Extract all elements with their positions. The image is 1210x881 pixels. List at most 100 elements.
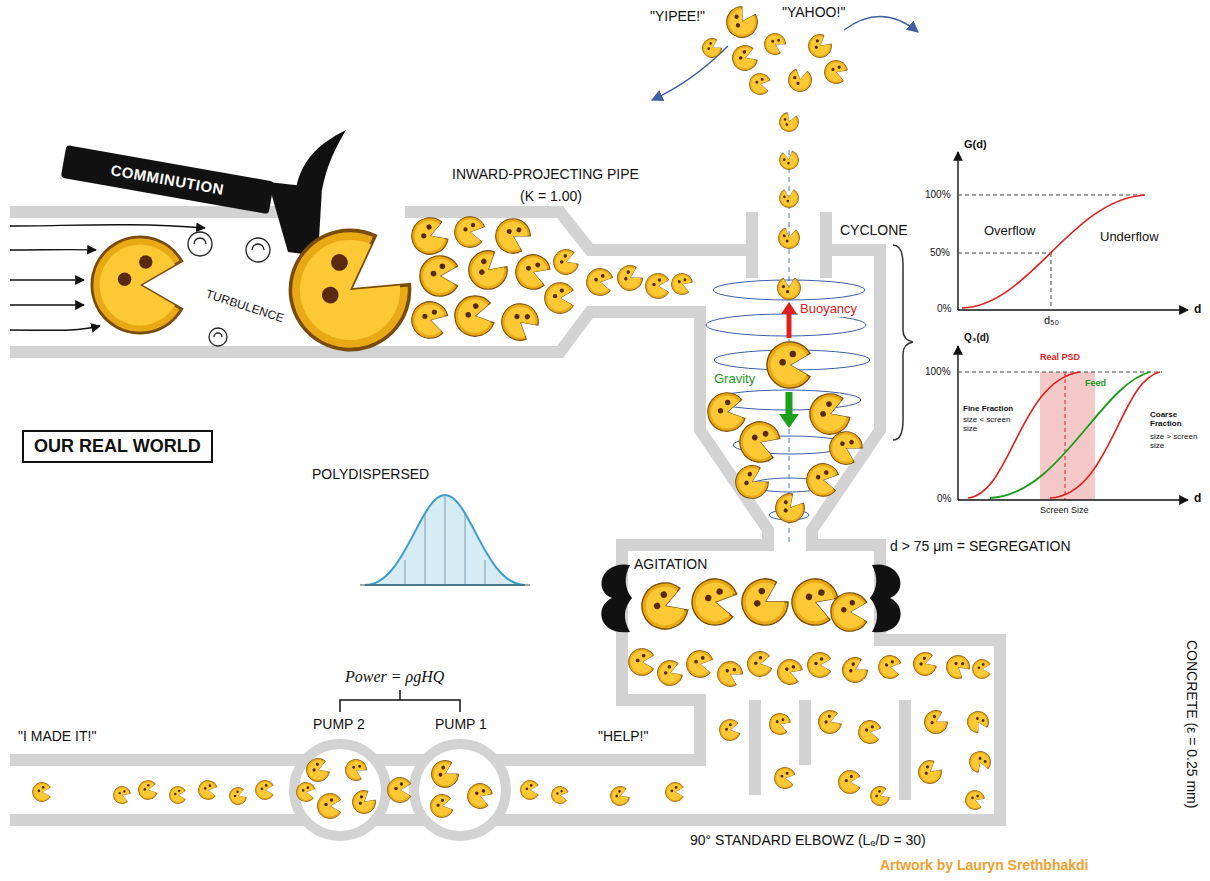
axis	[957, 152, 958, 310]
pacman-particle	[295, 781, 316, 803]
eddy	[246, 238, 270, 262]
pacman-particle	[348, 787, 379, 819]
pacman-particle	[868, 784, 891, 808]
elbow-baffle	[899, 700, 911, 800]
hammer-handle: COMMINUTION	[61, 145, 274, 214]
pacman-particle	[777, 227, 801, 250]
pacman-particle	[774, 656, 804, 687]
axis-title: G(d)	[964, 138, 987, 151]
pacman-particle	[761, 30, 789, 58]
pacman-particle	[778, 150, 800, 171]
pacman-particle	[804, 31, 835, 63]
gridline	[958, 253, 1051, 254]
pacman-particle	[550, 247, 580, 278]
loss-coefficient: (K = 1.00)	[520, 188, 582, 204]
pacman-particle	[914, 757, 945, 789]
region-label: Underflow	[1100, 230, 1159, 245]
component-label: CYCLONE	[840, 222, 908, 238]
pacman-particle	[733, 572, 793, 634]
brace	[893, 245, 913, 440]
pacman-particle	[668, 270, 694, 297]
pacman-particle	[713, 657, 746, 690]
pacman-particle	[777, 111, 801, 134]
feed-curve	[990, 372, 1150, 498]
note: d > 75 μm = SEGREGATION	[890, 538, 1071, 554]
pacman-particle	[255, 780, 273, 799]
elbow-baffle	[799, 700, 811, 765]
vortex-finder	[820, 212, 832, 278]
pump-bracket	[340, 690, 460, 712]
efficiency-curve	[962, 195, 1145, 308]
pacman-particle	[520, 780, 538, 799]
pipe-wall	[10, 312, 768, 760]
pacman-particle	[111, 784, 132, 806]
tick-label: d₅₀	[1044, 314, 1059, 327]
axis-title: d	[1194, 492, 1201, 506]
component-label: AGITATION	[634, 556, 707, 572]
pacman-particle	[807, 653, 830, 678]
force-label: Buoyancy	[798, 302, 859, 317]
pacman-particle	[461, 245, 513, 298]
pacman-particle	[920, 707, 950, 738]
curve-label: Feed	[1085, 378, 1106, 388]
pacman-particle	[452, 214, 486, 249]
band-label: Real PSD	[1040, 352, 1080, 362]
exclamation: "YIPEE!"	[650, 8, 705, 24]
pacman-particle	[770, 489, 809, 528]
pacman-particle	[777, 278, 800, 300]
pacman-particle	[688, 575, 738, 628]
psd-band	[1040, 372, 1095, 500]
pacman-particle	[303, 756, 331, 785]
pipe-walls	[10, 212, 1000, 820]
hammer-claw	[296, 130, 346, 190]
pacman-particle	[699, 36, 724, 62]
pacman-particle	[766, 710, 792, 737]
tick-label: 0%	[937, 493, 951, 505]
pacman-particle	[227, 785, 248, 807]
pump-casing	[294, 744, 386, 836]
buoyancy-arrow-head	[781, 302, 797, 314]
curve-note: size > screen size	[1150, 432, 1204, 450]
pacman-particle	[767, 342, 810, 388]
pacman-particle	[197, 779, 218, 801]
elbow-baffle	[749, 700, 761, 795]
vortex-finder	[746, 212, 758, 278]
axis-title: d	[1194, 303, 1201, 317]
pacman-particle	[748, 72, 771, 96]
pacman-particle	[267, 212, 427, 373]
roughness-label: CONCRETE (ε = 0.25 mm)	[1184, 640, 1200, 808]
curve-label: Coarse Fraction	[1150, 410, 1204, 428]
pacman-particle	[966, 748, 993, 774]
pacman-particle	[489, 212, 534, 258]
bell-gridlines	[405, 496, 485, 585]
pacman-particle	[779, 190, 798, 208]
pacman-particle	[964, 708, 992, 736]
force-label: Gravity	[712, 372, 757, 387]
agitator	[601, 564, 632, 632]
pacman-particle	[729, 43, 759, 74]
gridline	[1065, 372, 1066, 500]
component-label: INWARD-PROJECTING PIPE	[452, 166, 639, 182]
pacman-particle	[608, 784, 631, 808]
pacman-particle	[407, 213, 452, 259]
pacman-particle	[838, 770, 860, 793]
region-label: Overflow	[984, 224, 1035, 239]
pacman-particle	[169, 786, 185, 803]
pacman-particle	[684, 648, 713, 679]
tick-label: 0%	[937, 303, 951, 315]
pacman-particle	[427, 757, 462, 793]
pacman-particle	[963, 788, 986, 812]
gravity-arrow-head	[779, 414, 799, 428]
pacman-particle	[629, 649, 654, 676]
distribution-label: POLYDISPERSED	[312, 466, 429, 482]
pacman-particle	[464, 780, 494, 811]
pacman-particle	[910, 650, 938, 679]
pacman-particle	[857, 719, 882, 745]
vortex-loop	[706, 314, 866, 336]
pacman-particle	[877, 654, 902, 680]
pacman-particle	[420, 256, 458, 296]
fitting-label: 90° STANDARD ELBOWZ (Lₑ/D = 30)	[690, 832, 926, 848]
pacman-particle	[387, 778, 410, 803]
chart-grade-efficiency	[958, 152, 1188, 310]
gridline	[958, 195, 1145, 196]
